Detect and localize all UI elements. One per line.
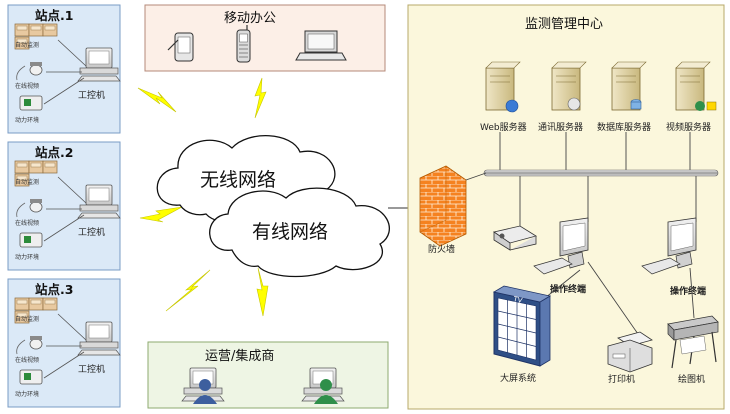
site-item-label: 自动监测 xyxy=(15,41,39,49)
firewall-icon xyxy=(419,165,467,247)
operator-panel: 运营/集成商 xyxy=(147,341,389,409)
mobile-office-title: 移动办公 xyxy=(224,11,276,26)
database-server-icon xyxy=(611,61,647,111)
server-label: 视频服务器 xyxy=(666,121,711,133)
center-title: 监测管理中心 xyxy=(525,17,603,32)
site-panel-3: 站点.3 自动监测 在线视频 动力环境 工控机 xyxy=(7,278,121,408)
laptop-icon xyxy=(295,30,347,61)
server-label: 数据库服务器 xyxy=(597,121,651,133)
terminal-label: 操作终端 xyxy=(670,285,706,297)
ipc-label: 工控机 xyxy=(78,226,105,238)
user-workstation-icon xyxy=(181,367,225,404)
site-panel-2: 站点.2 自动监测 在线视频 动力环境 工控机 xyxy=(7,141,121,271)
camera-icon xyxy=(16,62,43,81)
site-panel-1: 站点.1 自动监测 在线视频 动力环境 工控机 xyxy=(7,4,121,134)
monitoring-center-panel: 监测管理中心 Web服务器 通讯服务器 数据库服务器 xyxy=(407,4,725,410)
site-item-label: 在线视频 xyxy=(15,356,39,364)
site-item-label: 自动监测 xyxy=(15,178,39,186)
site-item-label: 自动监测 xyxy=(15,315,39,323)
ipc-label: 工控机 xyxy=(78,89,105,101)
printer-icon xyxy=(607,331,653,373)
site-item-label: 动力环境 xyxy=(15,253,39,261)
power-env-icon xyxy=(19,369,43,385)
tv-badge: TV xyxy=(512,295,524,305)
power-env-icon xyxy=(19,232,43,248)
web-server-icon xyxy=(485,61,521,113)
mobile-phone-icon xyxy=(236,25,251,63)
plotter-label: 绘图机 xyxy=(678,373,705,385)
site-item-label: 在线视频 xyxy=(15,82,39,90)
projector-icon xyxy=(493,225,537,251)
operator-title: 运营/集成商 xyxy=(205,348,274,364)
terminal-monitor-icon xyxy=(533,217,589,275)
wireless-network-label: 无线网络 xyxy=(200,169,276,191)
video-wall-icon: TV xyxy=(492,285,552,367)
printer-label: 打印机 xyxy=(608,373,635,385)
wired-network-label: 有线网络 xyxy=(252,221,328,243)
plotter-icon xyxy=(667,315,719,369)
camera-icon xyxy=(16,199,43,218)
server-label: 通讯服务器 xyxy=(538,121,583,133)
site-item-label: 在线视频 xyxy=(15,219,39,227)
site-title: 站点.3 xyxy=(35,282,73,297)
bigscreen-label: 大屏系统 xyxy=(500,372,536,384)
wired-network-cloud: 有线网络 xyxy=(209,187,390,278)
site-item-label: 动力环境 xyxy=(15,390,39,398)
ipc-label: 工控机 xyxy=(78,363,105,375)
site-title: 站点.2 xyxy=(35,145,73,160)
site-title: 站点.1 xyxy=(35,8,73,23)
backbone-bus xyxy=(483,169,719,177)
terminal-monitor-icon xyxy=(641,217,697,275)
terminal-label: 操作终端 xyxy=(550,283,586,295)
firewall-label: 防火墙 xyxy=(428,243,455,255)
camera-icon xyxy=(16,336,43,355)
pda-icon xyxy=(167,32,194,62)
power-env-icon xyxy=(19,95,43,111)
user-workstation-icon xyxy=(301,367,345,404)
mobile-office-panel: 移动办公 xyxy=(144,4,386,72)
site-item-label: 动力环境 xyxy=(15,116,39,124)
video-server-icon xyxy=(675,61,717,111)
communication-server-icon xyxy=(551,61,587,111)
server-label: Web服务器 xyxy=(480,121,527,133)
